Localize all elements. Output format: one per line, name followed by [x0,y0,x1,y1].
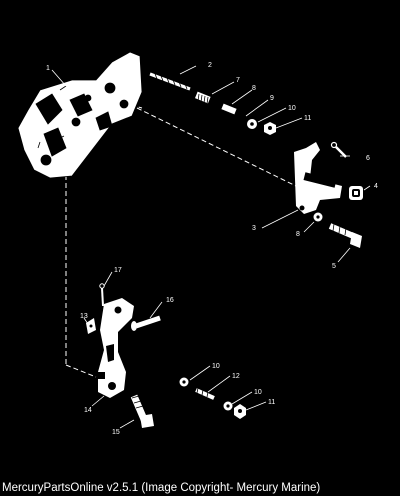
callout-11: 11 [304,115,311,122]
stud-long [149,70,191,91]
callout-5: 5 [332,263,336,270]
callout-8: 8 [252,85,256,92]
callout-4: 4 [374,183,378,190]
nut-lower [234,404,246,419]
assembly-line-lower [65,364,97,378]
callout-6: 6 [366,155,370,162]
callout-12: 12 [232,373,240,380]
callout-8-lower: 8 [296,231,300,238]
callout-11-lower: 11 [268,399,275,406]
clamp-bracket [294,142,342,214]
callout-17: 17 [114,267,122,274]
callout-labels: 1 2 3 4 5 6 7 8 8 9 10 10 10 11 11 12 13… [46,62,378,436]
bolt-right [328,223,362,248]
callout-10-lower-right: 10 [254,389,262,396]
nut-upper [264,122,276,135]
callout-10-lower-left: 10 [212,363,220,370]
image-caption: MercuryPartsOnline v2.5.1 (Image Copyrig… [2,482,321,494]
spring [195,91,211,105]
assembly-line-upper [136,107,301,189]
exploded-parts-diagram: 1 2 3 4 5 6 7 8 8 9 10 10 10 11 11 12 13… [17,51,378,436]
stud-lower [195,387,215,400]
leader-lines [51,65,371,429]
callout-7: 7 [236,77,240,84]
callout-2: 2 [208,62,212,69]
bolt-lower [130,394,154,428]
pin [131,315,161,331]
callout-15: 15 [112,429,120,436]
spacer-upper [221,103,237,115]
callout-9: 9 [270,95,274,102]
cap [349,186,363,200]
callout-10: 10 [288,105,296,112]
cotter-pin-upper [330,141,347,158]
callout-14: 14 [84,407,92,414]
main-bracket [17,51,143,179]
small-clip [86,318,96,334]
callout-3: 3 [252,225,256,232]
callout-1: 1 [46,65,50,72]
callout-16: 16 [166,297,174,304]
lower-link [98,298,134,398]
callout-13: 13 [80,313,88,320]
